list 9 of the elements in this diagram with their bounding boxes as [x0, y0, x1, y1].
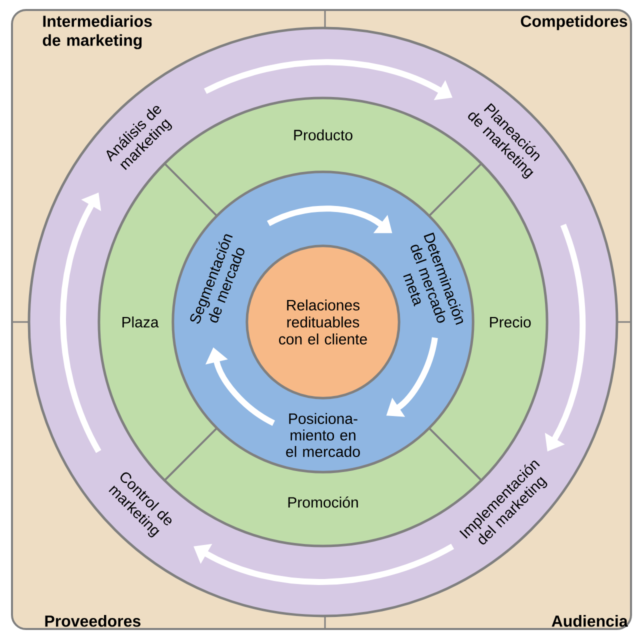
- sector-label: Plaza: [122, 316, 159, 328]
- step-label: Posiciona-miento en el mercado: [286, 413, 360, 457]
- corner-label: Intermediarios de marketing: [42, 15, 152, 50]
- sector-label: Promoción: [288, 496, 358, 508]
- corner-label: Competidores: [520, 15, 628, 30]
- sector-label: Precio: [490, 316, 531, 328]
- sector-label: Producto: [294, 129, 352, 140]
- corner-label: Proveedores: [45, 615, 140, 627]
- corner-label: Audiencia: [552, 615, 628, 627]
